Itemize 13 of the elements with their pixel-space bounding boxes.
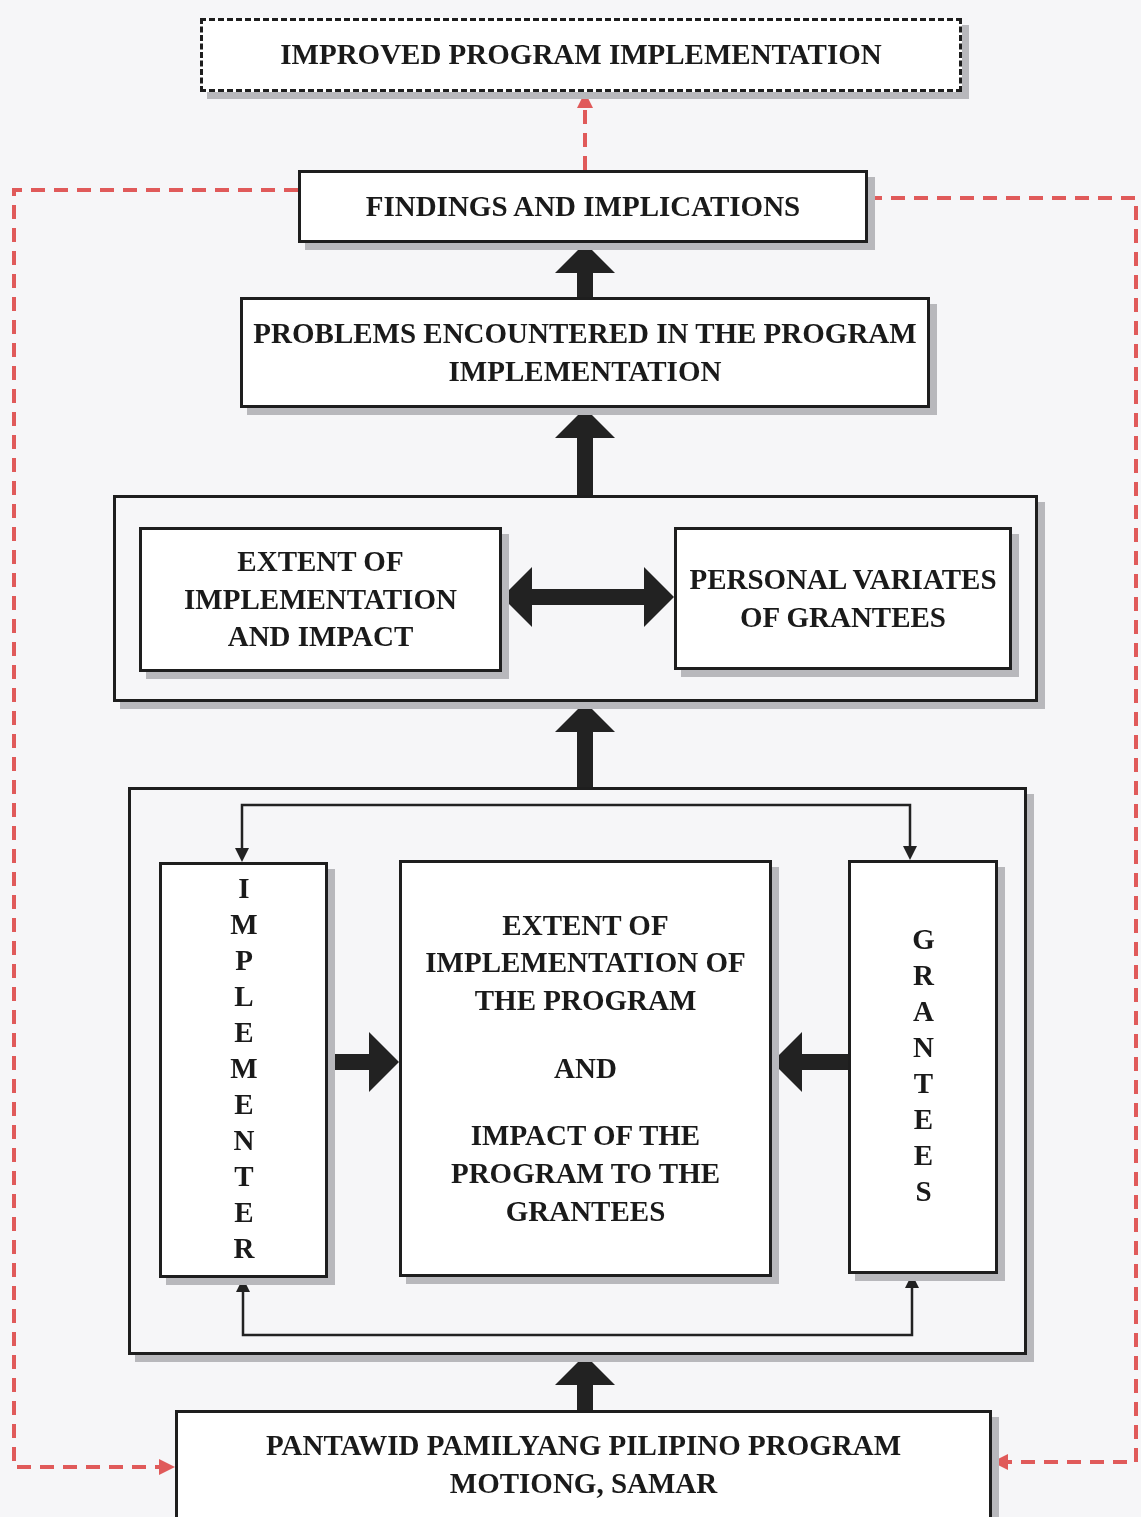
node-label: EXTENT OF IMPLEMENTATION OF THE PROGRAM	[424, 907, 747, 1018]
node-label: PROBLEMS ENCOUNTERED IN THE PROGRAM IMPLEMENTATION	[252, 315, 918, 389]
node-label: AND	[553, 1050, 618, 1086]
node-label: IMPLEMENTER	[227, 872, 261, 1268]
node-label: IMPROVED PROGRAM IMPLEMENTATION	[279, 37, 883, 73]
node-label: PANTAWID PAMILYANG PILIPINO PROGRAM MOTIONG, SAMAR	[264, 1428, 903, 1501]
node-label: IMPACT OF THE PROGRAM TO THE GRANTEES	[449, 1118, 722, 1229]
node-label: GRANTEES	[906, 923, 941, 1211]
node-label: PERSONAL VARIATES OF GRANTEES	[688, 561, 998, 635]
node-label: EXTENT OF IMPLEMENTATION AND IMPACT	[183, 543, 458, 655]
arrow	[12, 188, 298, 1475]
node-label: FINDINGS AND IMPLICATIONS	[364, 188, 802, 224]
arrow	[235, 803, 917, 862]
